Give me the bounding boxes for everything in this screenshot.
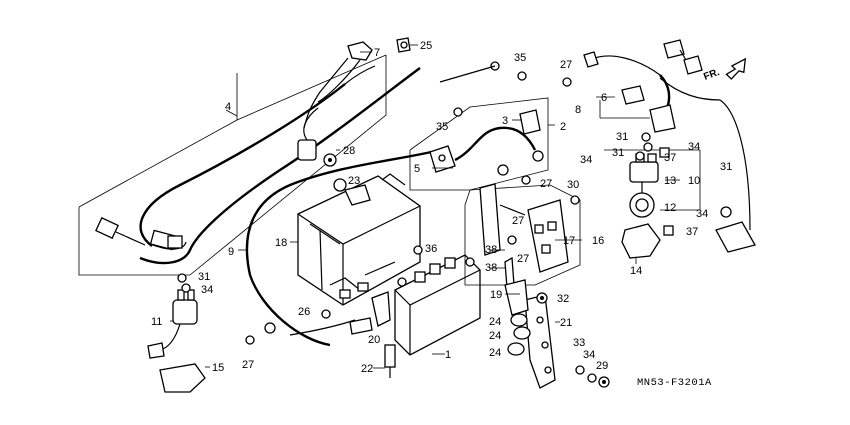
bracket-21 bbox=[504, 279, 556, 389]
harness-group-outline bbox=[78, 54, 387, 276]
label-14: 14 bbox=[630, 265, 642, 277]
label-35a: 35 bbox=[514, 52, 526, 64]
label-7: 7 bbox=[374, 47, 380, 59]
battery-cable-9 bbox=[245, 148, 441, 347]
label-1: 1 bbox=[445, 349, 451, 361]
label-13: 13 bbox=[664, 175, 676, 187]
label-27a: 27 bbox=[560, 59, 572, 71]
label-25: 25 bbox=[420, 40, 432, 52]
label-27c: 27 bbox=[512, 215, 524, 227]
cover-15 bbox=[159, 363, 206, 393]
diagram-code: MN53-F3201A bbox=[637, 377, 712, 389]
label-35b: 35 bbox=[436, 121, 448, 133]
battery-case-18 bbox=[297, 173, 421, 306]
leader-lines bbox=[170, 44, 680, 369]
main-harness-cable bbox=[139, 65, 421, 265]
battery-1 bbox=[394, 254, 481, 356]
label-4: 4 bbox=[225, 101, 231, 113]
label-31c: 31 bbox=[720, 161, 732, 173]
label-27b: 27 bbox=[540, 178, 552, 190]
nut-25 bbox=[396, 37, 411, 53]
bolt-22-20 bbox=[371, 291, 396, 378]
label-38a: 38 bbox=[485, 244, 497, 256]
label-27d: 27 bbox=[517, 253, 529, 265]
nut-32 bbox=[536, 292, 548, 304]
label-8: 8 bbox=[575, 104, 581, 116]
cover-14 bbox=[621, 223, 661, 259]
label-16: 16 bbox=[592, 235, 604, 247]
label-26: 26 bbox=[298, 306, 310, 318]
label-34a: 34 bbox=[688, 141, 700, 153]
label-5: 5 bbox=[414, 163, 420, 175]
label-34d: 34 bbox=[201, 284, 213, 296]
label-34c: 34 bbox=[696, 208, 708, 220]
label-20: 20 bbox=[368, 334, 380, 346]
label-2: 2 bbox=[560, 121, 566, 133]
label-34e: 34 bbox=[583, 349, 595, 361]
label-37a: 37 bbox=[664, 152, 676, 164]
relay-12 bbox=[629, 182, 655, 218]
label-31d: 31 bbox=[198, 271, 210, 283]
label-12: 12 bbox=[664, 202, 676, 214]
label-31b: 31 bbox=[612, 147, 624, 159]
connector-left bbox=[95, 216, 183, 251]
small-fasteners bbox=[245, 71, 580, 345]
relay-11 bbox=[147, 289, 198, 359]
label-38b: 38 bbox=[485, 262, 497, 274]
label-9: 9 bbox=[228, 246, 234, 258]
label-11: 11 bbox=[151, 316, 162, 328]
label-32: 32 bbox=[557, 293, 569, 305]
nuts-31-34-left bbox=[177, 273, 191, 293]
wire-7 bbox=[303, 41, 500, 129]
label-19: 19 bbox=[490, 289, 502, 301]
label-3: 3 bbox=[502, 115, 508, 127]
harness-8 bbox=[583, 39, 756, 253]
cable-28-relay-lead bbox=[297, 107, 337, 167]
label-30: 30 bbox=[567, 179, 579, 191]
label-24c: 24 bbox=[489, 347, 501, 359]
label-6: 6 bbox=[601, 92, 607, 104]
label-33: 33 bbox=[573, 337, 585, 349]
cable-5 bbox=[429, 126, 544, 176]
label-21: 21 bbox=[560, 317, 572, 329]
label-34b: 34 bbox=[580, 154, 592, 166]
label-18: 18 bbox=[275, 237, 287, 249]
part-labels: 1 2 3 4 5 6 7 8 9 10 11 12 13 14 15 16 1… bbox=[151, 40, 732, 375]
arrow-fr bbox=[725, 57, 747, 80]
nuts-31-34-37 bbox=[635, 132, 732, 236]
direction-label: FR. bbox=[702, 67, 721, 83]
label-27e: 27 bbox=[242, 359, 254, 371]
label-29: 29 bbox=[596, 360, 608, 372]
label-28: 28 bbox=[343, 145, 355, 157]
label-37b: 37 bbox=[686, 226, 698, 238]
label-17: 17 bbox=[563, 235, 575, 247]
label-10: 10 bbox=[688, 175, 700, 187]
grommets-24 bbox=[507, 313, 531, 356]
label-15: 15 bbox=[212, 362, 224, 374]
label-24a: 24 bbox=[489, 316, 501, 328]
fasteners-33-34-29 bbox=[575, 365, 610, 388]
label-36: 36 bbox=[425, 243, 437, 255]
label-23: 23 bbox=[348, 175, 360, 187]
cable-3 bbox=[512, 109, 541, 135]
cable-group-2 bbox=[409, 97, 555, 191]
label-22: 22 bbox=[361, 363, 373, 375]
label-31a: 31 bbox=[616, 131, 628, 143]
label-24b: 24 bbox=[489, 330, 501, 342]
